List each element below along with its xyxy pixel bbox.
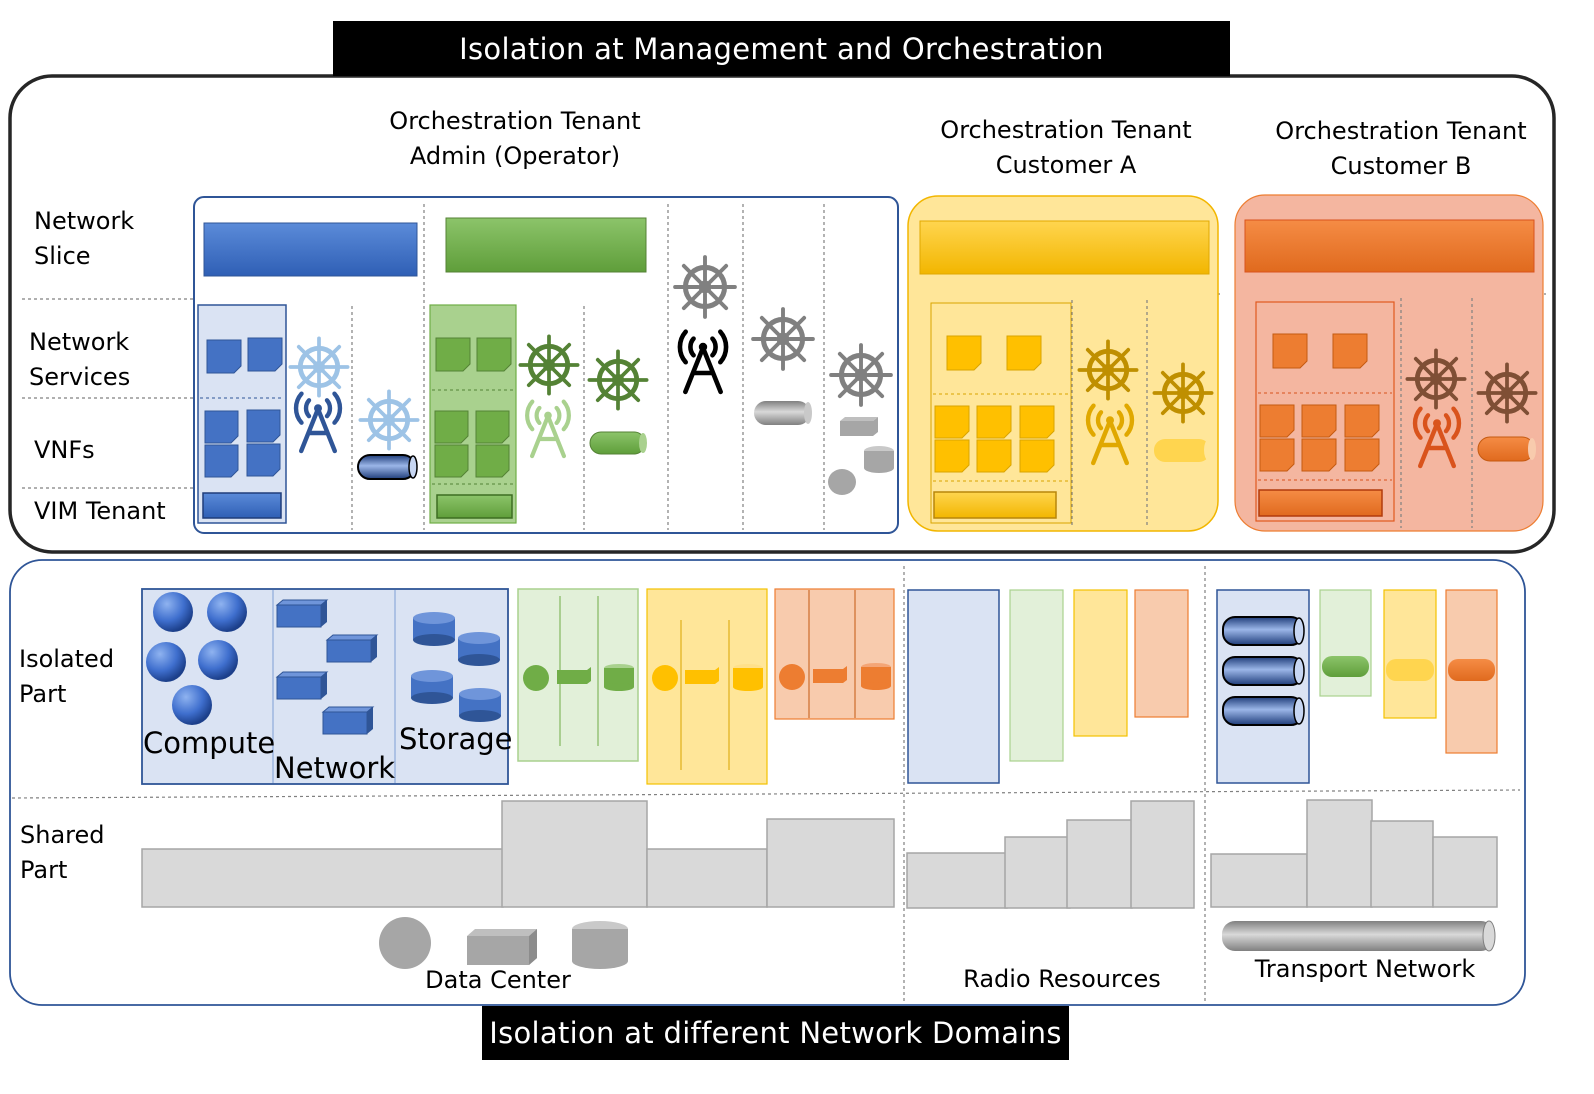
compute-spheres bbox=[146, 592, 247, 725]
transport-yellow-isolated-box bbox=[1383, 589, 1437, 719]
green-slice-bar bbox=[445, 217, 647, 273]
shared-resource-blocks bbox=[141, 799, 1498, 909]
helm-wheel-icon bbox=[1405, 348, 1467, 410]
network-boxes bbox=[275, 599, 379, 735]
orange-slice-bar bbox=[1244, 219, 1535, 273]
antenna-icon bbox=[1412, 406, 1462, 469]
network-box-icon bbox=[275, 671, 329, 700]
transport-shared-cylinder bbox=[1222, 920, 1496, 952]
helm-wheel-icon bbox=[1476, 362, 1538, 424]
data-center-icons bbox=[379, 917, 628, 969]
network-box-icon bbox=[325, 634, 379, 663]
transport-green-isolated-box bbox=[1319, 589, 1372, 697]
antenna-icon bbox=[677, 329, 729, 395]
helm-wheel-icon bbox=[587, 349, 649, 411]
storage-disk-icon bbox=[413, 612, 455, 646]
cylinder-link-icons bbox=[357, 401, 1536, 480]
helm-wheel-icon bbox=[288, 336, 350, 398]
dc-orange-isolated-box bbox=[774, 588, 895, 720]
yellow-slice-bar bbox=[919, 220, 1210, 275]
green-vim-bar bbox=[436, 494, 513, 519]
blue-vim-bar bbox=[202, 492, 282, 519]
yellow-vim-bar bbox=[933, 491, 1057, 519]
radio-yellow-isolated-box bbox=[1073, 589, 1128, 737]
network-box-icon bbox=[275, 599, 329, 628]
radio-green-isolated-box bbox=[1009, 589, 1064, 762]
row-separators bbox=[22, 293, 1546, 489]
storage-disk-icon bbox=[411, 670, 453, 704]
helm-wheel-icon bbox=[1077, 339, 1139, 401]
helm-wheel-icon bbox=[829, 343, 893, 407]
antenna-icon bbox=[293, 391, 343, 454]
admin-column-dividers bbox=[351, 204, 825, 530]
antenna-icon bbox=[525, 399, 571, 459]
helm-wheel-icon bbox=[673, 255, 737, 319]
storage-disk-icon bbox=[459, 688, 501, 722]
helm-wheel-icons bbox=[288, 255, 1538, 451]
transport-blue-cylinders bbox=[1222, 616, 1305, 726]
antenna-icon bbox=[1085, 403, 1135, 466]
helm-wheel-icon bbox=[518, 334, 580, 396]
storage-disk-icon bbox=[458, 632, 500, 666]
helm-wheel-icon bbox=[751, 307, 815, 371]
storage-disks bbox=[411, 612, 501, 722]
blue-slice-bar bbox=[203, 222, 418, 277]
gray-mini-resources bbox=[828, 417, 894, 495]
helm-wheel-icon bbox=[358, 389, 420, 451]
network-box-icon bbox=[321, 706, 375, 735]
radio-blue-isolated-box bbox=[907, 589, 1000, 784]
helm-wheel-icon bbox=[1152, 362, 1214, 424]
radio-orange-isolated-box bbox=[1134, 589, 1189, 718]
orange-vim-bar bbox=[1258, 489, 1383, 517]
